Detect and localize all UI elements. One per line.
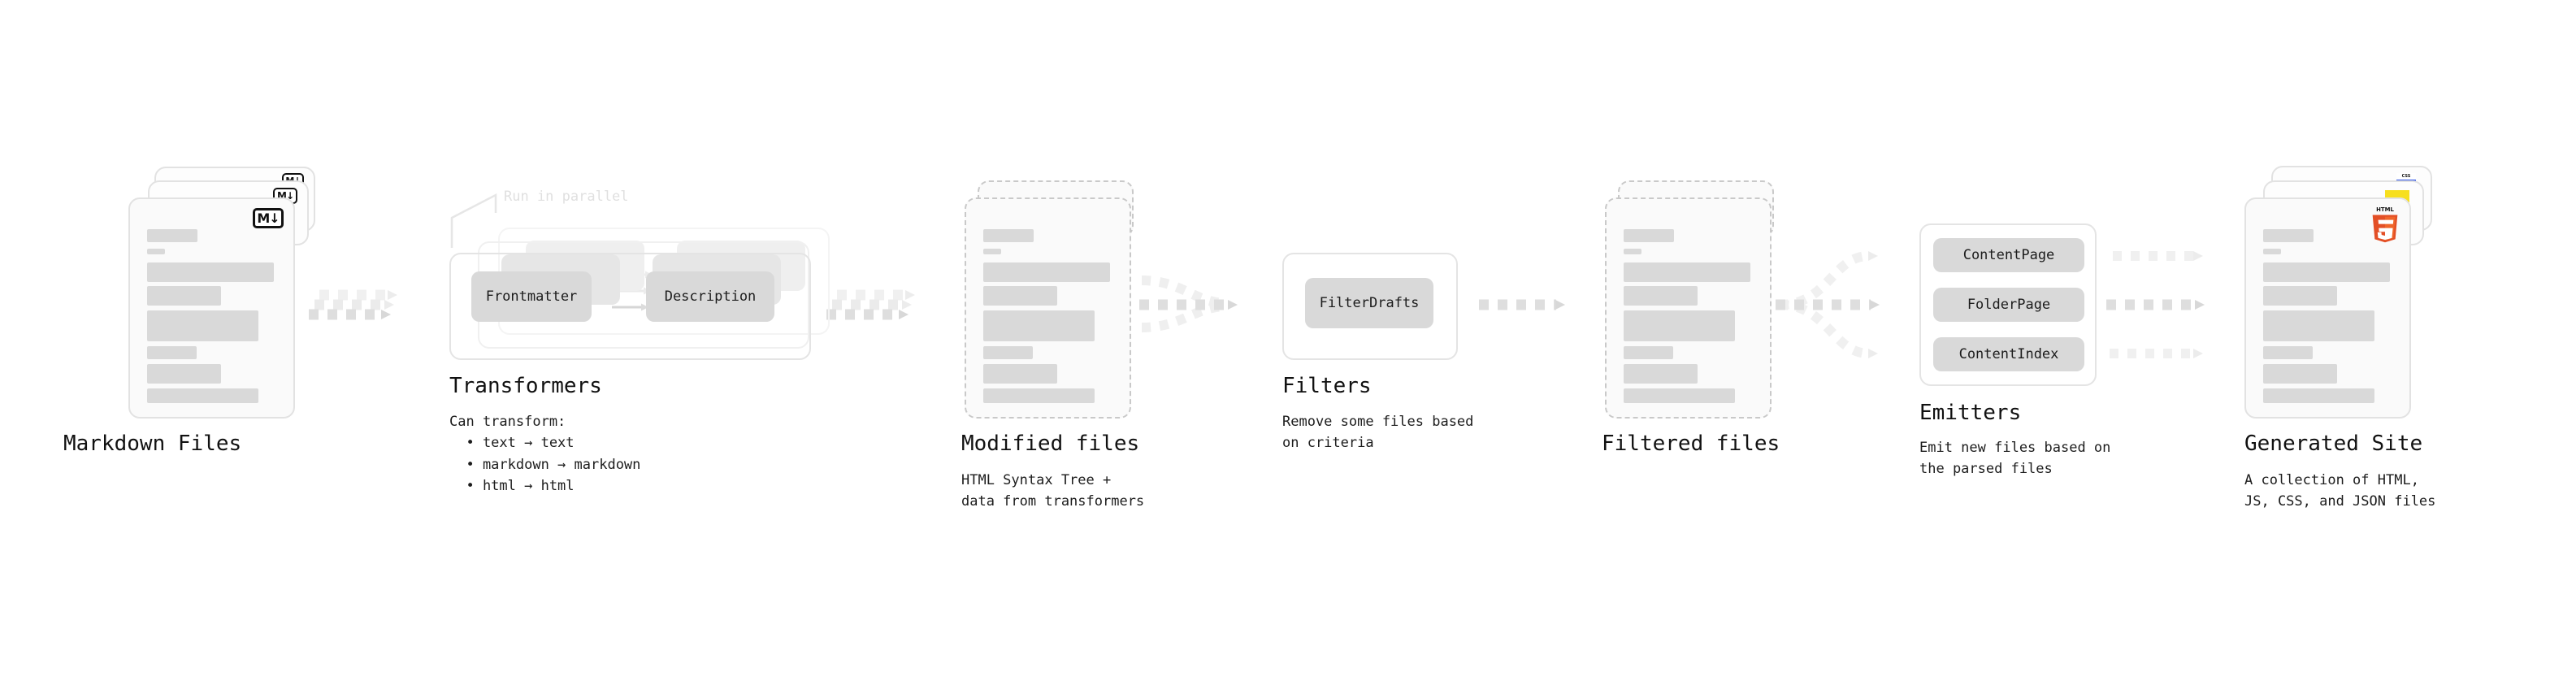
transformer-groupbox-front: Frontmatter Description [449,253,811,360]
skeleton-bar [983,286,1057,306]
skeleton-bar [1624,364,1698,384]
emitters-chip-contentindex[interactable]: ContentIndex [1933,337,2084,371]
html5-icon: HTML [2372,206,2398,243]
filtered-sheet-front [1605,197,1772,419]
connector-emitters-to-site [2106,251,2205,358]
modified-sheet-front [965,197,1131,419]
skeleton-bar [2263,388,2374,403]
skeleton-bar [147,388,258,403]
markdown-sheet-front: M↓ [128,197,295,419]
skeleton-bar [1624,286,1698,306]
connector-transformers-to-modified [826,289,915,320]
skeleton-bar [147,310,258,341]
stage-subtitle-modified-files: HTML Syntax Tree + data from transformer… [961,472,1145,510]
filters-groupbox: FilterDrafts [1282,253,1458,360]
stage-subtitle-filters: Remove some files based on criteria [1282,414,1474,452]
skeleton-bar [2263,346,2313,359]
skeleton-bar [2263,364,2337,384]
svg-text:HTML: HTML [2376,206,2394,213]
skeleton-bar [1624,310,1735,341]
connector-markdown-to-transformers [309,289,397,320]
run-in-parallel-leader [450,193,497,248]
stage-title-generated-site: Generated Site [2244,432,2423,456]
stage-subtitle-transformers: Can transform: • text → text • markdown … [449,414,641,495]
filters-chip-filterdrafts[interactable]: FilterDrafts [1305,278,1433,328]
site-sheet-front: HTML [2244,197,2411,419]
css-badge-label: CSS [2401,174,2411,179]
stage-title-modified-files: Modified files [961,432,1140,456]
skeleton-bar [1624,229,1674,242]
skeleton-bar [147,262,274,282]
transformer-chip-frontmatter[interactable]: Frontmatter [471,271,592,322]
stage-title-filtered-files: Filtered files [1602,432,1780,456]
skeleton-bar [983,346,1033,359]
stage-title-transformers: Transformers [449,374,602,398]
skeleton-bar [2263,229,2314,242]
skeleton-bar [983,249,1001,254]
stage-subtitle-generated-site: A collection of HTML, JS, CSS, and JSON … [2244,472,2436,510]
emitters-chip-folderpage[interactable]: FolderPage [1933,288,2084,322]
skeleton-bar [2263,262,2390,282]
connector-filtered-to-emitters [1776,251,1880,358]
skeleton-bar [147,346,197,359]
skeleton-bar [147,286,221,306]
skeleton-bar [147,229,197,242]
emitters-groupbox: ContentPage FolderPage ContentIndex [1919,223,2097,386]
skeleton-bar [983,364,1057,384]
skeleton-bar [983,388,1095,403]
stage-title-filters: Filters [1282,374,1372,398]
markdown-badge-front: M↓ [253,208,284,228]
stage-title-markdown-files: Markdown Files [63,432,242,456]
skeleton-bar [2263,286,2337,306]
skeleton-bar [983,262,1110,282]
skeleton-bar [1624,346,1673,359]
skeleton-bar [983,229,1034,242]
skeleton-bar [2263,310,2374,341]
transformer-chip-description[interactable]: Description [646,271,774,322]
skeleton-bar [147,364,221,384]
emitters-chip-contentpage[interactable]: ContentPage [1933,238,2084,272]
connector-modified-to-filters [1139,275,1238,332]
run-in-parallel-label: Run in parallel [504,189,629,205]
stage-subtitle-emitters: Emit new files based on the parsed files [1919,440,2111,478]
stage-title-emitters: Emitters [1919,401,2022,425]
skeleton-bar [1624,249,1641,254]
skeleton-bar [983,310,1095,341]
skeleton-bar [1624,262,1750,282]
skeleton-bar [1624,388,1735,403]
skeleton-bar [2263,249,2281,254]
skeleton-bar [147,249,165,254]
